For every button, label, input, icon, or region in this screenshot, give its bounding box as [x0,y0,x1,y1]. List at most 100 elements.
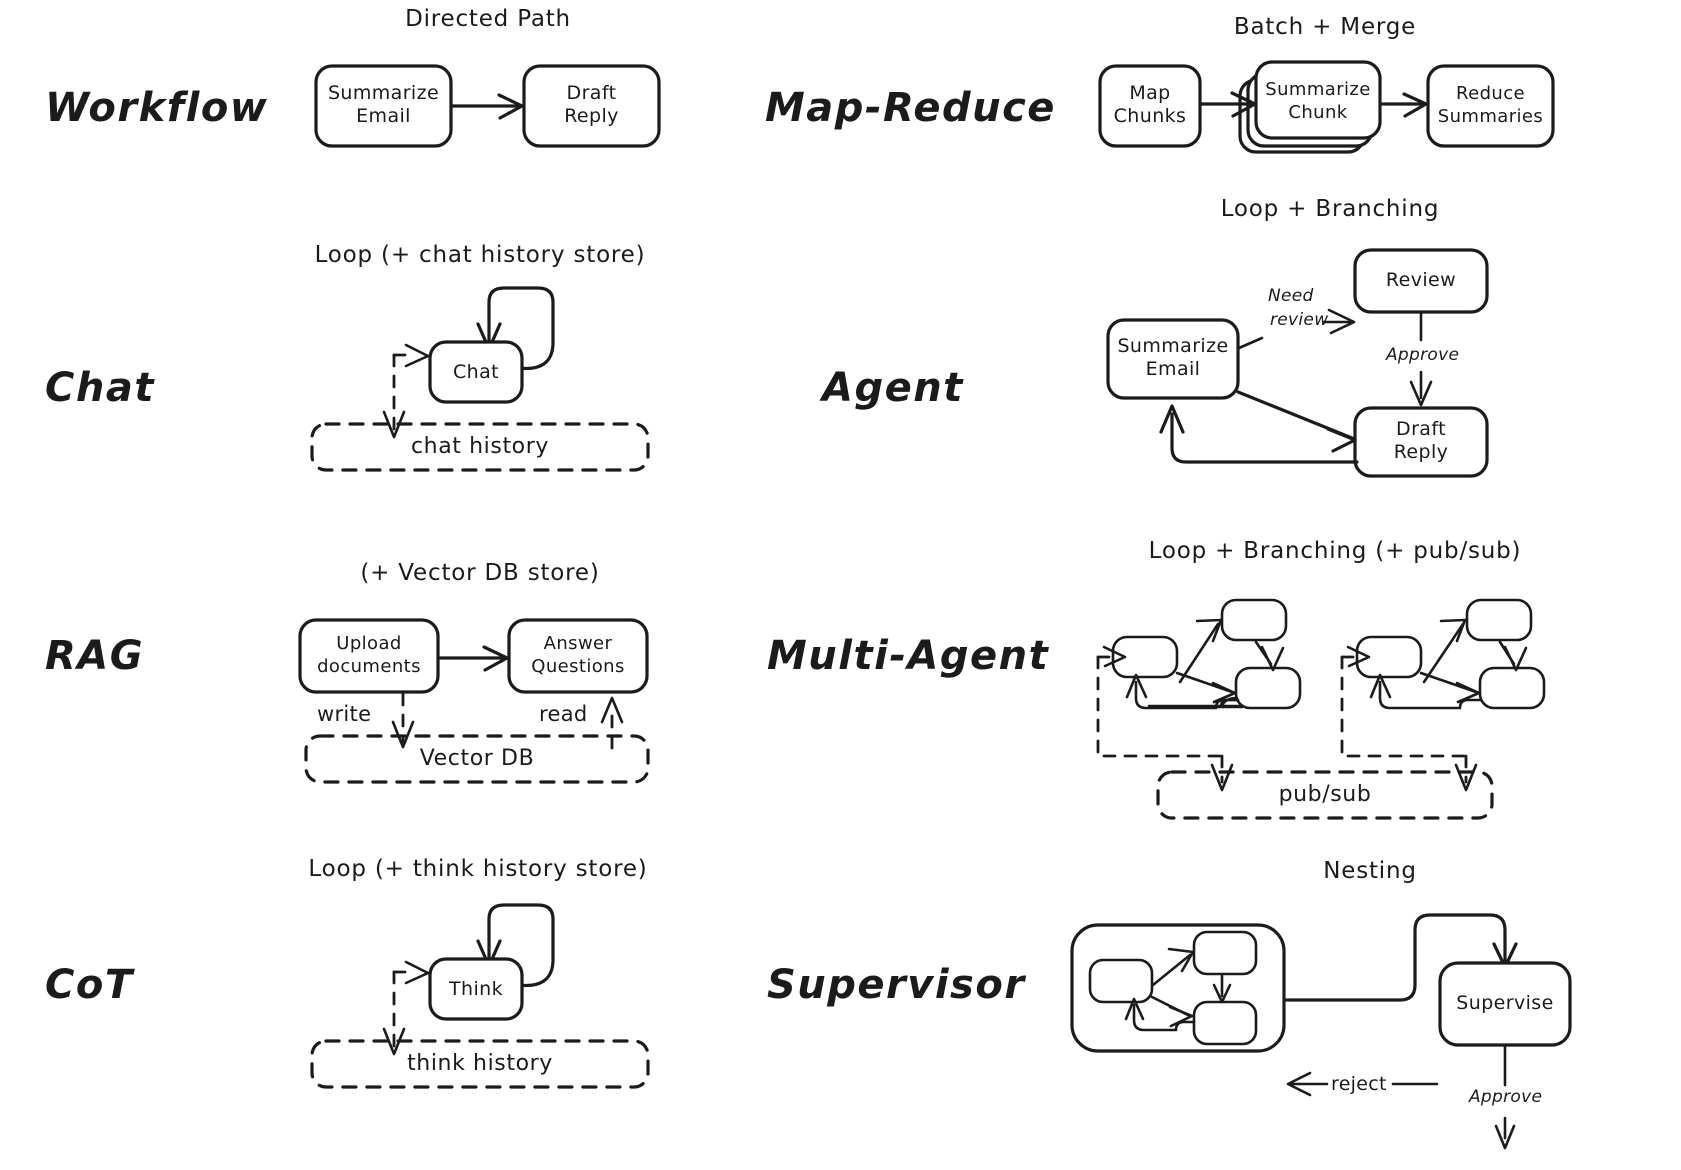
ma-b-node-left [1355,635,1423,679]
edge-draft-to-summarize-loop [1170,412,1359,464]
ma-b-dashed-bus [1340,655,1468,758]
arrowhead-summarize-to-draft-reply [1326,427,1357,453]
ma-b-edge-right-back-line [1378,680,1482,710]
ma-b-arrowhead-right-back [1369,673,1392,699]
multi-agent-cluster-b [1156,598,1546,820]
caption-batch-merge: Batch + Merge [1233,14,1417,40]
ma-a-edge-left-to-top [1178,622,1220,684]
rag-graph [298,618,650,784]
workflow-graph [314,64,661,148]
store-think-history [310,1039,650,1089]
arrowhead-supervise-reject [1286,1071,1312,1097]
sup-arrowhead-top-to-bottom [1212,983,1232,1004]
cot-graph [310,903,650,1089]
sup-arrowhead-bottom-back [1124,997,1145,1021]
ma-a-node-top [1220,598,1288,642]
node-summarize-chunk [1254,60,1382,140]
row-label-multi-agent: Multi-Agent [767,633,1050,679]
store-chat-history [310,422,650,472]
ma-a-node-right [1234,666,1302,710]
ma-a-dashed-bus [1096,655,1224,758]
arrowhead-upload-to-answer [482,645,509,672]
ma-b-arrowhead-left-to-top [1439,618,1467,643]
edge-label-write: write [317,702,372,726]
node-chat [428,340,524,404]
edge-label-reject: reject [1331,1073,1387,1095]
supervisor-graph [1070,913,1572,1150]
store-pub-sub [1156,770,1494,820]
map-reduce-graph [1098,60,1555,154]
node-map-chunks [1098,64,1202,148]
ma-b-edge-left-to-top [1422,622,1465,684]
arrowhead-history-to-chat [404,343,430,368]
edge-label-approve: Approve [1386,345,1460,365]
arrowhead-map-to-summarize [1230,91,1257,118]
store-label-pub-sub: pub/sub [1278,782,1372,807]
sup-node-top [1192,930,1258,976]
arrowhead-draft-to-summarize-loop [1159,404,1185,434]
arrowhead-review-to-draft [1409,380,1433,407]
edge-think-self-loop [487,903,555,988]
node-summarize-email [314,64,453,148]
ma-a-arrowhead-right-back [1125,673,1148,699]
ma-a-arrowhead-top-to-right [1260,645,1285,672]
arrowhead-summarize-to-reduce [1402,92,1428,118]
row-label-cot: CoT [45,962,134,1008]
store-label-think-history: think history [407,1051,553,1076]
sup-edge-bottom-back [1132,1003,1196,1032]
row-label-workflow: Workflow [45,85,269,131]
caption-nesting: Nesting [1323,858,1417,884]
row-label-map-reduce: Map-Reduce [765,85,1056,131]
node-supervise [1438,961,1572,1047]
caption-vector-db-store: (+ Vector DB store) [360,560,600,586]
chat-graph [310,286,650,472]
caption-loop-branching: Loop + Branching [1220,196,1440,222]
arrowhead-summarize-to-draft [497,93,524,120]
edge-label-supervisor-approve: Approve [1469,1087,1543,1107]
edge-chat-self-loop [487,286,555,371]
sup-arrowhead-left-to-top [1167,947,1195,973]
node-review [1353,248,1489,314]
arrowhead-chat-history-down [382,410,406,439]
edge-label-review: review [1270,310,1329,330]
node-agent-summarize-email [1106,318,1240,400]
multi-agent-cluster-a [1096,598,1302,792]
store-vector-db [304,734,650,784]
store-label-chat-history: chat history [410,434,549,459]
ma-b-arrowhead-top-to-right [1503,645,1528,672]
arrowhead-write-to-db [391,720,415,749]
node-draft-reply [522,64,661,148]
node-think [428,957,524,1021]
row-label-supervisor: Supervisor [767,962,1026,1008]
row-label-agent: Agent [822,365,964,411]
arrowhead-db-to-read [600,696,624,724]
store-label-vector-db: Vector DB [419,746,535,771]
edge-label-read: read [539,702,588,726]
row-label-rag: RAG [45,633,145,679]
node-upload-documents [298,618,440,694]
caption-loop-branching-pubsub: Loop + Branching (+ pub/sub) [1148,538,1522,564]
ma-b-node-top [1465,598,1533,642]
arrowhead-history-to-think [404,960,430,985]
ma-a-node-left [1111,635,1179,679]
sup-node-bottom [1192,1000,1258,1046]
arrowhead-supervise-approve [1494,1124,1516,1150]
agent-graph [1106,248,1489,478]
edge-label-need: Need [1268,286,1314,306]
ma-a-edge-right-back-line [1134,680,1238,710]
ma-a-arrowhead-bus-in [1102,645,1127,668]
caption-loop-think-history: Loop (+ think history store) [308,856,648,882]
ma-a-arrowhead-left-to-top [1195,618,1223,643]
row-label-chat: Chat [45,365,155,411]
node-answer-questions [507,618,649,694]
arrowhead-summarize-to-review [1327,308,1356,335]
edge-group-to-supervise [1284,913,1507,1002]
sup-node-left [1088,958,1154,1004]
node-agent-draft-reply [1353,406,1489,478]
node-reduce-summaries [1426,64,1555,148]
edge-summarize-to-review [1237,336,1264,350]
ma-b-arrowhead-bus-in [1346,645,1371,668]
sup-edge-left-to-top [1151,953,1192,987]
